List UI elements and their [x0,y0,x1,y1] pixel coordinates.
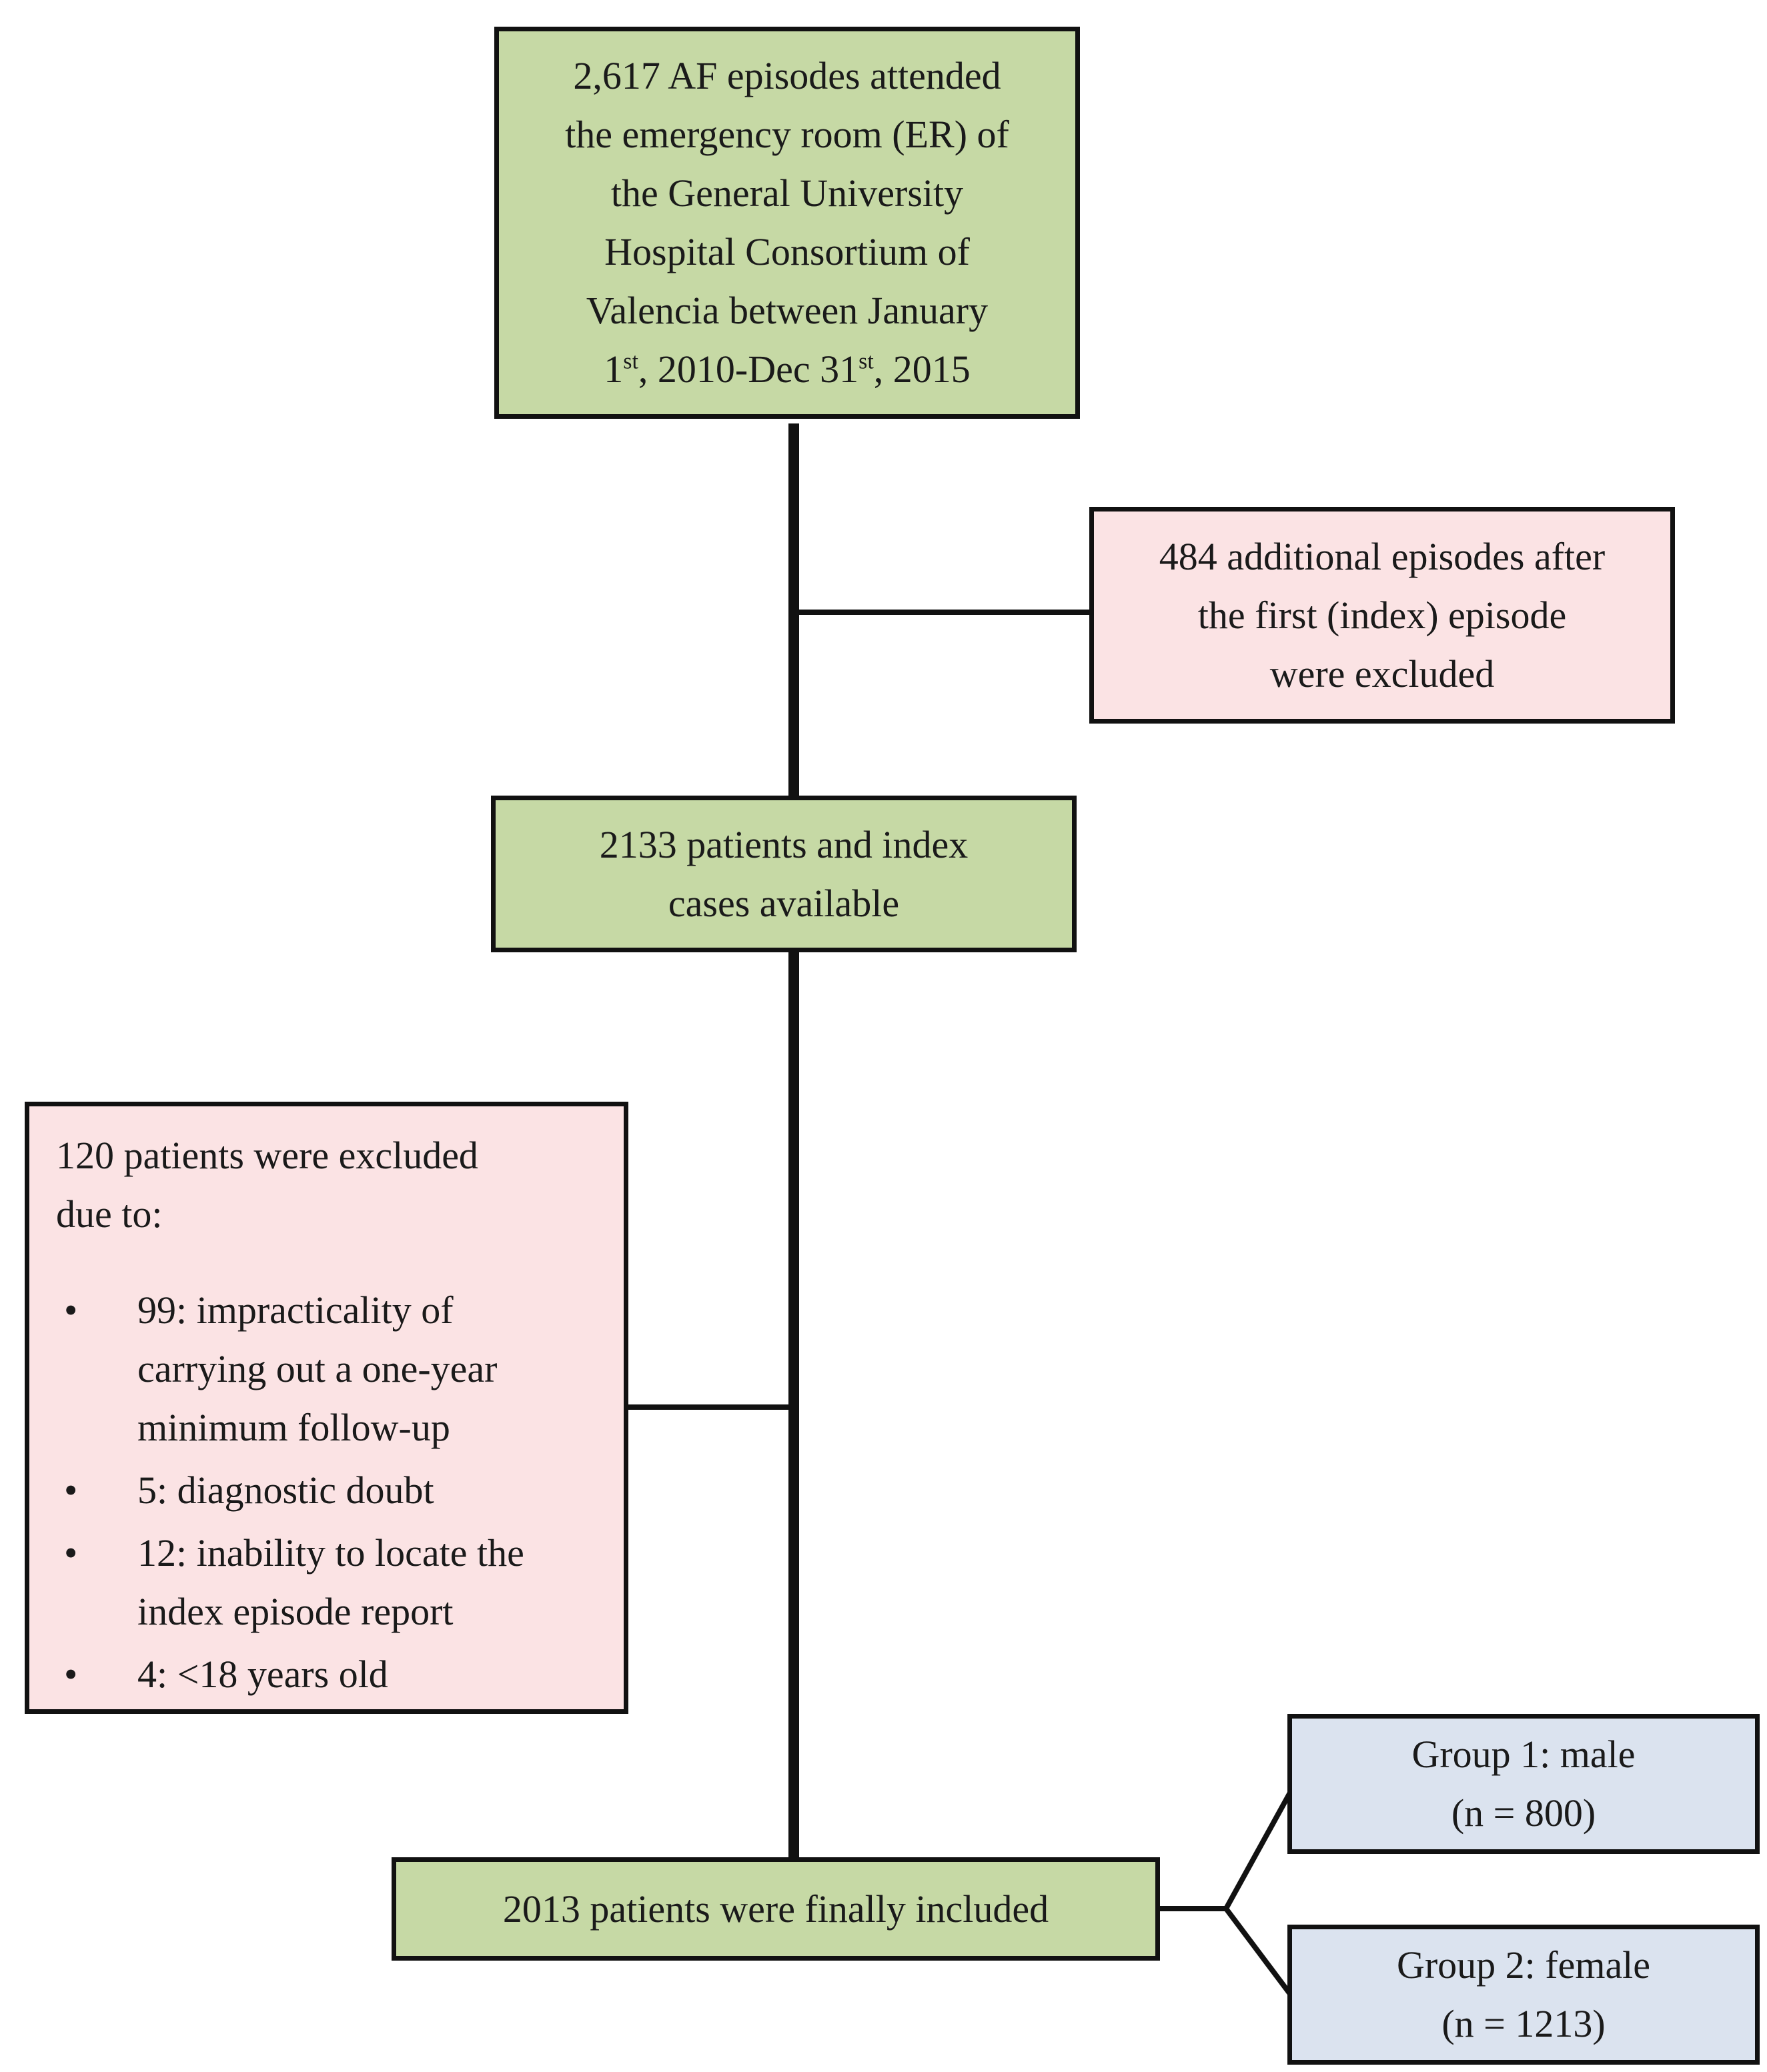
included-box-2013-patients: 2013 patients were finally included [392,1857,1160,1961]
start-line: the General University [610,171,964,215]
reason-line: 4: <18 years old [137,1653,388,1696]
start-line: the emergency room (ER) of [565,113,1009,156]
exclusion-box-120-patients: 120 patients were excluded due to: 99: i… [25,1102,628,1714]
connector-split-to-group-2 [1223,1907,1293,1996]
exclusion-484-line: 484 additional episodes after [1159,534,1606,578]
start-line: 2,617 AF episodes attended [573,54,1001,97]
group-2-count: (n = 1213) [1441,2002,1606,2045]
exclusion-484-line: the first (index) episode [1197,593,1567,637]
group-1-label: Group 1: male [1411,1733,1636,1776]
date-range-mid: , 2010-Dec 31 [638,347,859,391]
group-2-label: Group 2: female [1396,1943,1651,1987]
exclusion-484-line: were excluded [1269,652,1495,696]
reason-line: 99: impracticality of [137,1288,454,1332]
date-start-suffix: st [623,349,638,374]
start-box-af-episodes: 2,617 AF episodes attended the emergency… [494,27,1080,419]
start-date-line: 1st, 2010-Dec 31st, 2015 [604,340,971,399]
exclusion-120-intro: 120 patients were excluded [56,1134,478,1177]
exclusion-reasons-list: 99: impracticality of carrying out a one… [56,1281,524,1704]
group-2-female-box: Group 2: female (n = 1213) [1287,1925,1760,2065]
reason-line: carrying out a one-year [137,1347,498,1390]
exclusion-reason-item: 4: <18 years old [56,1645,524,1704]
exclusion-reason-item: 12: inability to locate the index episod… [56,1524,524,1641]
available-line: cases available [668,881,900,925]
group-1-male-box: Group 1: male (n = 800) [1287,1714,1760,1854]
connector-split-to-group-1 [1223,1791,1293,1910]
date-end-year: , 2015 [873,347,971,391]
group-1-count: (n = 800) [1451,1791,1596,1835]
reason-line: 5: diagnostic doubt [137,1468,434,1512]
reason-line: minimum follow-up [137,1406,450,1449]
date-end-suffix: st [858,349,874,374]
start-line: Valencia between January [586,289,989,332]
exclusion-reason-item: 5: diagnostic doubt [56,1461,524,1520]
reason-line: index episode report [137,1590,454,1633]
exclusion-120-intro: due to: [56,1192,163,1236]
available-box-2133-patients: 2133 patients and index cases available [491,796,1077,952]
exclusion-box-484-episodes: 484 additional episodes after the first … [1089,507,1675,724]
included-label: 2013 patients were finally included [502,1887,1049,1931]
exclusion-reason-item: 99: impracticality of carrying out a one… [56,1281,524,1457]
reason-line: 12: inability to locate the [137,1531,524,1575]
start-line: Hospital Consortium of [604,230,970,273]
date-start-day: 1 [604,347,624,391]
available-line: 2133 patients and index [599,822,969,866]
